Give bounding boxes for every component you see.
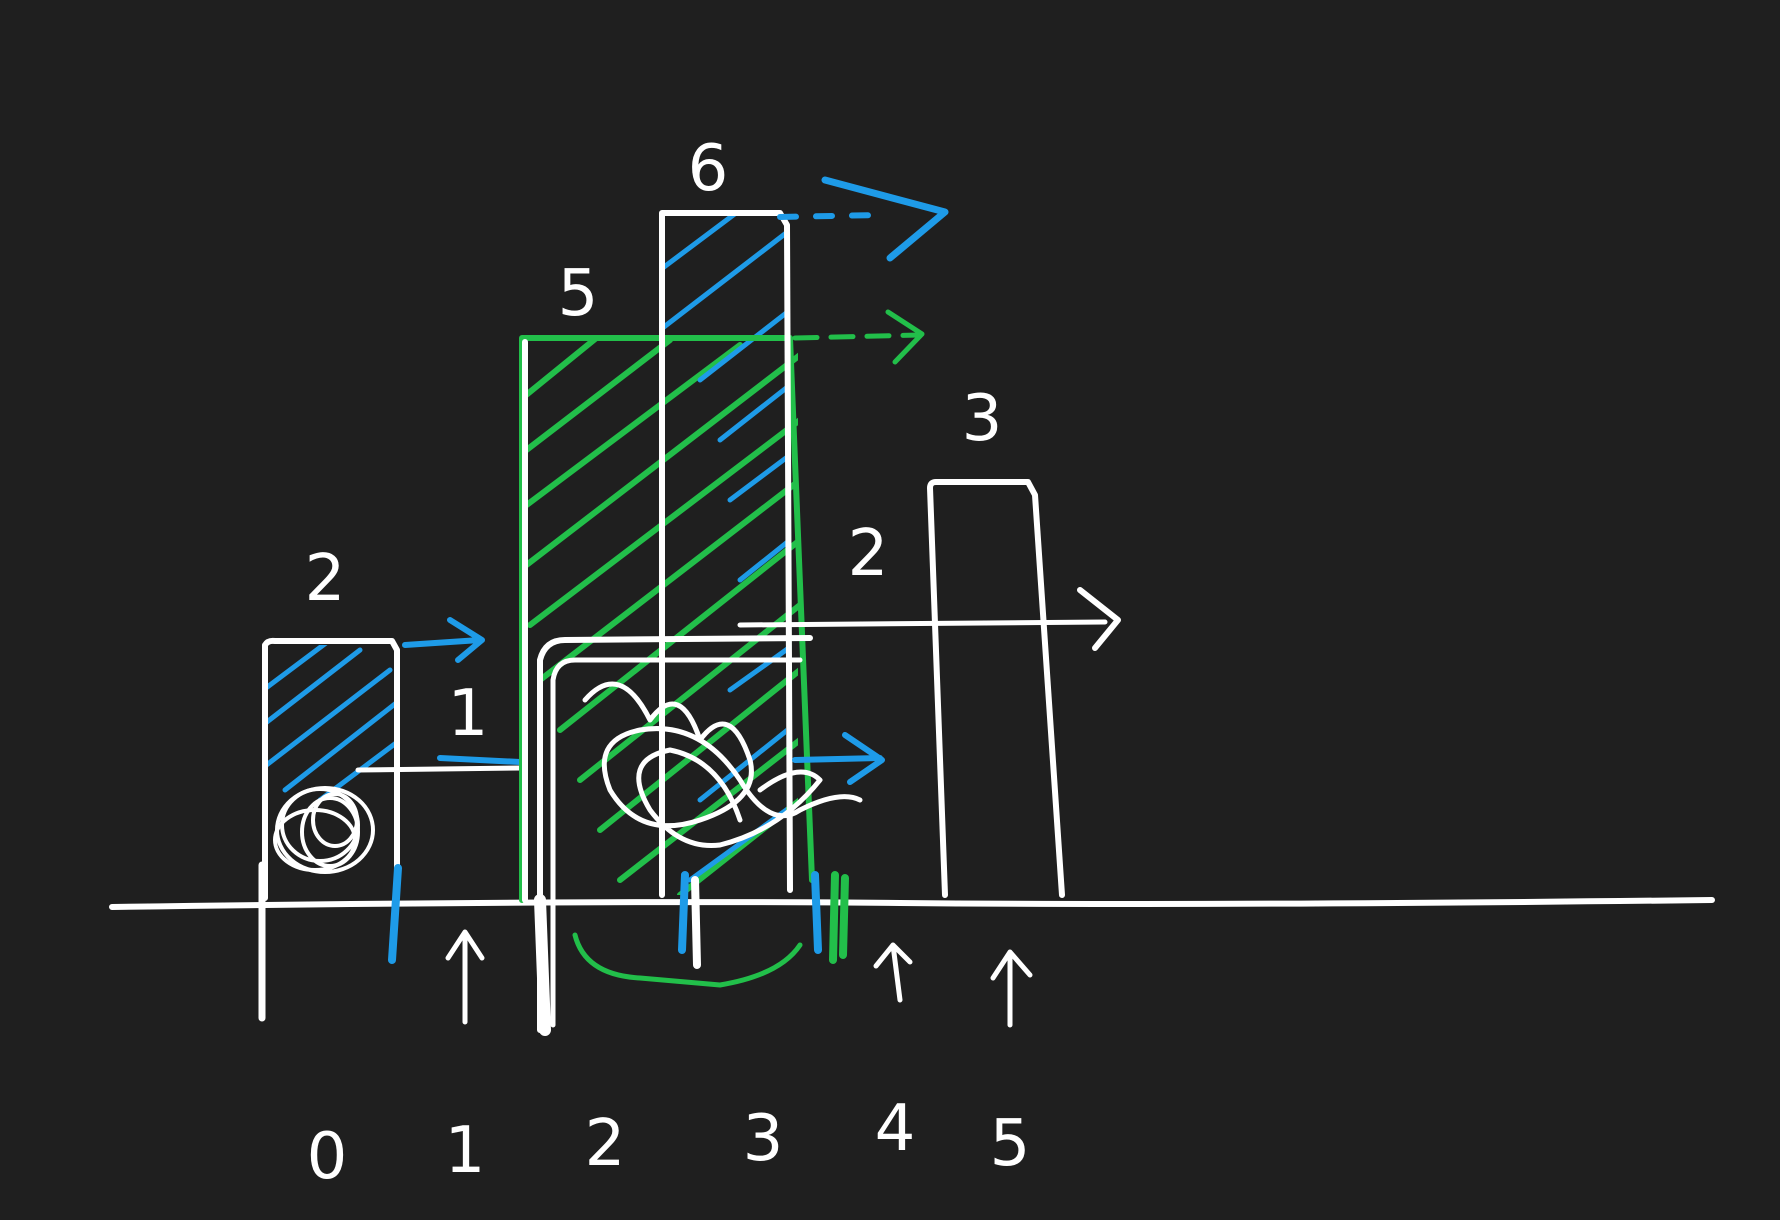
- bar-0-outline: [262, 637, 400, 901]
- bar-5-outline: [927, 479, 1065, 898]
- bar-4-index-label: 4: [875, 1092, 916, 1166]
- green-arrow-head: [885, 309, 925, 365]
- bar-0-extend-arrow: [402, 617, 485, 663]
- blue-extend-arrow: [777, 212, 883, 220]
- green-extend-arrow: [792, 332, 923, 341]
- bar-1-top-line: [355, 765, 523, 773]
- height-2-area-outline: [537, 635, 813, 1033]
- bar-5-index-label: 5: [990, 1107, 1031, 1181]
- index-pointer-arrows: [445, 929, 1033, 1028]
- bar-0-index-label: 0: [307, 1120, 348, 1194]
- bar-2-pointer-stroke: [534, 894, 551, 1036]
- area-scribble: [582, 681, 863, 849]
- bar-3-height-label: 6: [688, 132, 729, 206]
- bar-2-index-label: 2: [585, 1107, 626, 1181]
- bar-5-height-label: 3: [962, 382, 1003, 456]
- bar-0-height-label: 2: [305, 542, 346, 616]
- height-2-area-inner: [550, 657, 803, 1028]
- white-arrow-head: [1077, 587, 1121, 651]
- blue-arrow-head: [821, 176, 949, 262]
- bar-1-index-label: 1: [445, 1114, 486, 1188]
- bar-1-blue-arrow: [437, 755, 523, 765]
- bar-1-height-label: 1: [448, 677, 489, 751]
- green-brace: [572, 932, 803, 988]
- pointer-markers: [388, 864, 849, 969]
- bar-3-outline: [659, 210, 793, 898]
- bar-4-top-line: [737, 619, 1108, 628]
- bar-3-index-label: 3: [743, 1102, 784, 1176]
- bar-3-blue-arrow: [792, 732, 885, 785]
- bar-4-height-label: 2: [848, 517, 889, 591]
- bar-2-height-label: 5: [558, 257, 599, 331]
- baseline: [109, 897, 1715, 910]
- bar-0-hatch: [265, 645, 397, 803]
- bar-0-scribble: [273, 786, 375, 874]
